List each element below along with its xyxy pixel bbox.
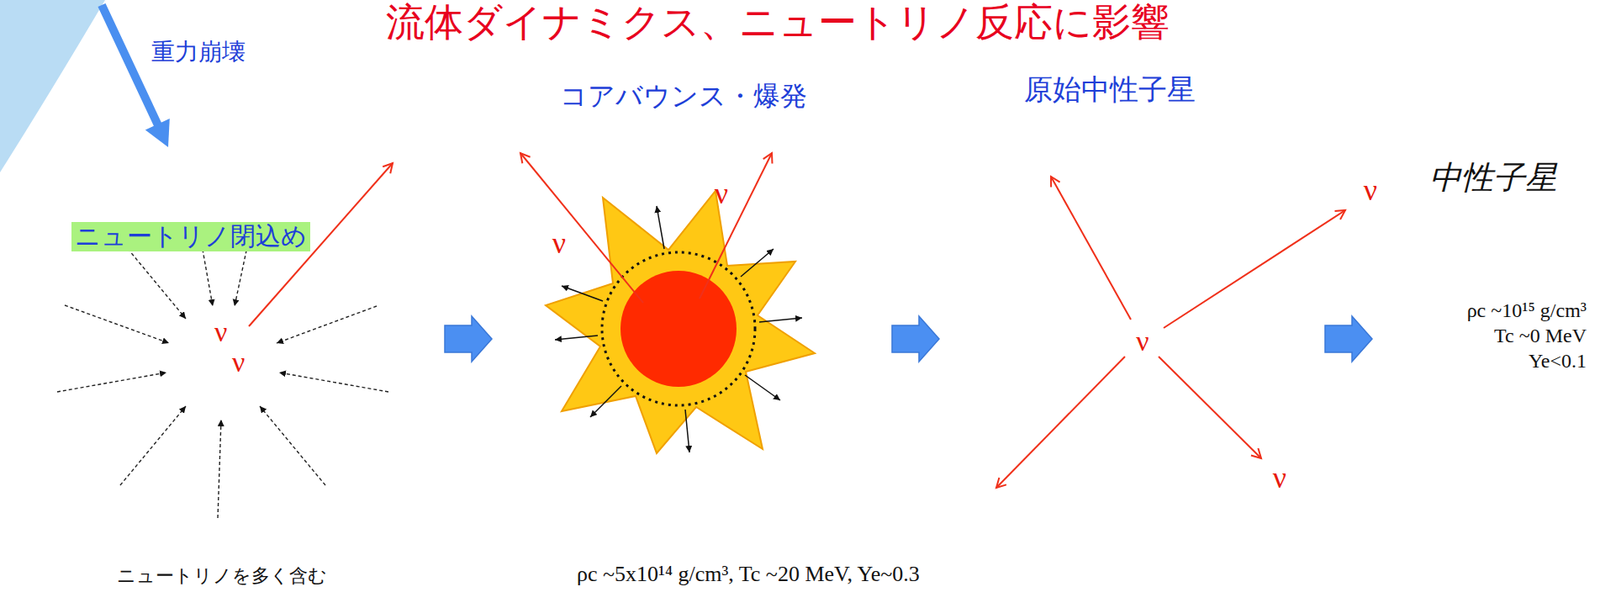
shock-arrow (561, 285, 603, 301)
neutrino-symbol: ν (552, 227, 566, 259)
neutrino-ray (699, 153, 772, 299)
shock-arrow (740, 248, 774, 277)
neutrino-rays (520, 153, 1346, 488)
process-label: 重力崩壊 (151, 38, 246, 66)
property-value: ρc ~10¹⁵ g/cm³ (1467, 299, 1587, 323)
text-anchor: コアバウンス・爆発 (559, 80, 808, 112)
collapse-arrow-head (145, 118, 170, 148)
light-blue-arc (0, 0, 106, 173)
text-anchor: ν (714, 178, 729, 209)
neutrino-symbol: ν (1272, 462, 1287, 493)
text-anchor: ν (552, 227, 566, 259)
stage-heading: ニュートリノ閉込め (71, 221, 311, 252)
infall-arrow (64, 305, 169, 344)
text-anchor: ニュートリノを多く含む (116, 565, 328, 587)
text-anchor: 重力崩壊 (151, 38, 246, 66)
stage-heading: 中性子星 (1429, 159, 1558, 197)
text-anchor: ν (1135, 327, 1149, 356)
infall-arrows (57, 226, 389, 518)
neutrino-symbol: ν (714, 178, 729, 209)
bounce-circle: コアバウンス・爆発 (507, 163, 860, 515)
node-fill (971, 165, 1319, 513)
infall-arrow (276, 306, 377, 344)
node-fill (176, 316, 270, 409)
neutrino-symbol: ν (1135, 327, 1149, 356)
collapse-arrow (101, 5, 170, 148)
neutrino-ray (996, 356, 1125, 488)
caption-note: ニュートリノを多く含む (116, 565, 328, 587)
node-fill (30, 139, 429, 539)
trapped-core-circle: νν (176, 316, 270, 409)
stage-heading: 原始中性子星 (1024, 73, 1196, 106)
block-arrow (444, 316, 492, 362)
node-fill (1119, 316, 1166, 363)
condition-values: ρc ~5x10¹⁴ g/cm³, Tc ~20 MeV, Ye~0.3 (576, 561, 920, 587)
neutrino-ray (1163, 210, 1346, 328)
infall-arrow (120, 406, 186, 486)
node-fill (1425, 248, 1472, 294)
property-value: Ye<0.1 (1528, 349, 1587, 374)
text-anchor: ν (214, 317, 228, 347)
neutrino-symbol: ν (232, 348, 245, 377)
shock-arrow (685, 409, 690, 453)
neutrino-ray (1050, 176, 1131, 320)
infall-arrow (120, 239, 186, 319)
text-anchor: ニュートリノ閉込め (71, 221, 311, 252)
infall-arrow (259, 406, 326, 486)
infall-arrow (217, 419, 222, 518)
text-anchor: Ye<0.1 (1528, 349, 1587, 374)
shock-arrow (759, 317, 803, 323)
proto-core-circle: ν (1119, 316, 1166, 363)
shock-arrow (554, 335, 598, 340)
text-anchor: 中性子星 (1429, 159, 1558, 197)
text-anchor: ν (1363, 174, 1378, 206)
node-fill (507, 163, 860, 515)
bounce-core (620, 270, 737, 387)
diagram-title: 流体ダイナミクス、ニュートリノ反応に影響 (385, 0, 1170, 45)
shock-front (601, 252, 756, 406)
shock-arrow (744, 374, 781, 401)
neutrino-symbol: ν (214, 317, 228, 347)
shock-arrows (554, 205, 803, 453)
stage-heading: コアバウンス・爆発 (559, 80, 808, 112)
collapse-core-circle: ニュートリノ閉込め νν (30, 139, 429, 539)
neutron-star-node: 中性子星 (1378, 158, 1573, 300)
property-value: Tc ~0 MeV (1494, 324, 1587, 349)
infall-arrow (279, 372, 389, 392)
neutrino-ray (1158, 356, 1262, 459)
text-anchor: 流体ダイナミクス、ニュートリノ反応に影響 (385, 0, 1170, 45)
shock-arrow (590, 385, 622, 418)
text-anchor: ρc ~5x10¹⁴ g/cm³, Tc ~20 MeV, Ye~0.3 (576, 561, 920, 587)
text-anchor: 原始中性子星 (1024, 73, 1196, 106)
neutrino-symbol: ν (1363, 174, 1378, 206)
block-arrow (892, 316, 940, 362)
text-anchor: ν (232, 348, 245, 377)
shock-arrow (656, 205, 665, 249)
proto-neutron-star-circle: 原始中性子星ν (971, 165, 1319, 513)
text-anchor: ρc ~10¹⁵ g/cm³ (1467, 299, 1587, 323)
text-anchor: ν (1272, 462, 1287, 493)
collapse-arrow-shaft (101, 5, 159, 126)
node-outline (30, 139, 429, 539)
block-arrow (1325, 316, 1373, 362)
text-anchor: Tc ~0 MeV (1494, 324, 1587, 349)
explosion-star (545, 190, 815, 454)
node-outline (507, 163, 860, 515)
infall-arrow (57, 372, 167, 392)
neutrino-ray (520, 153, 644, 303)
